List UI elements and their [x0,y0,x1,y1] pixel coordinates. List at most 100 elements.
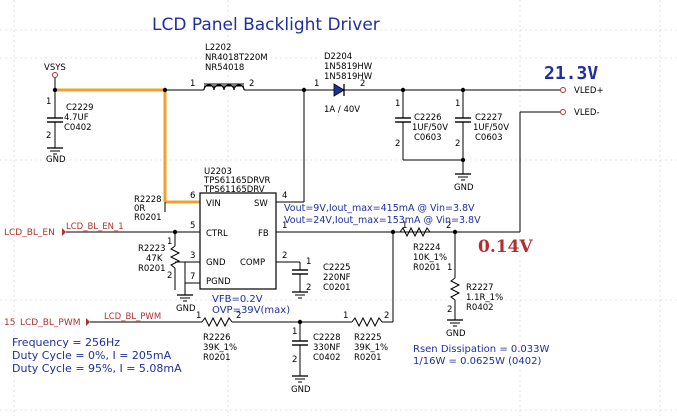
u2203-pin-vin-num: 6 [190,191,195,201]
c2228-ref: C2228 [313,333,341,343]
r2225-pin2: 2 [384,311,389,321]
svg-text:GND: GND [291,385,311,395]
r2225-ref: R2225 [354,333,382,343]
c2227-ref: C2227 [475,113,503,123]
d2204-ref: D2204 [324,52,352,62]
u2203-pin-vin: VIN [206,199,221,209]
resistor-r2226[interactable]: 1 2 R2226 39K_1% R0201 [196,311,352,363]
resistor-r2223[interactable]: 1 2 R2223 47K R0201 [138,232,181,290]
bl-pwm-pin-number: 15 [4,318,15,328]
note-frequency: Frequency = 256Hz [12,336,120,349]
u2203-pin-comp: COMP [240,258,265,268]
r2223-value: 47K [146,254,163,264]
gnd-symbol-c2229: GND [46,147,66,165]
c2228-package: C0402 [313,353,341,363]
capacitor-c2229[interactable]: 1 2 C2229 4.7UF C0402 [46,97,94,148]
gnd-symbol-ic: GND [176,294,196,314]
r2225-pin1: 1 [343,311,348,321]
u2203-pin-fb: FB [258,229,269,239]
r2227-value: 1.1R_1% [466,293,503,303]
c2226-value: 1UF/50V [412,123,448,133]
vsys-port-marker[interactable] [52,72,58,78]
r2224-ref: R2224 [413,243,441,253]
u2203-pin-pgnd: PGND [206,277,231,287]
resistor-r2225[interactable]: 1 2 R2225 39K_1% R0201 [343,232,394,363]
resistor-r2228[interactable]: R2228 0R R0201 [134,195,166,223]
u2203-note-ovp: OVP=39V(max) [212,305,290,316]
d2204-pin1: 1 [314,79,319,89]
page-title: LCD Panel Backlight Driver [152,15,380,35]
r2226-pin2: 2 [236,311,241,321]
capacitor-c2227[interactable]: 1 2 C2227 1UF/50V C0603 [455,90,509,174]
r2228-ref: R2228 [134,195,162,205]
r2225-package: R0201 [354,353,382,363]
sense-voltage-readout: 0.14V [478,237,533,257]
c2228-pin1: 1 [292,327,297,337]
bl-pwm-net-label: LCD_BL_PWM [20,318,81,328]
vled-minus-label: VLED- [574,108,600,118]
c2227-value: 1UF/50V [473,123,509,133]
vsys-net-label: VSYS [44,63,66,73]
c2229-ref: C2229 [66,103,94,113]
bl-en-pin-label: LCD_BL_EN_1 [66,222,124,232]
vsys-net-wires [55,88,200,204]
resistor-r2224[interactable]: 1 2 R2224 10K_1% R0201 [399,221,451,273]
c2226-pin2: 2 [395,139,400,149]
diode-d2204[interactable]: 1 2 D2204 1N5819HW 1N5819HW 1A / 40V [304,52,560,115]
c2226-package: C0603 [414,133,442,143]
vled-plus-label: VLED+ [574,86,604,96]
r2223-pin2: 2 [167,271,172,281]
u2203-part1: TPS61165DRVR [203,176,271,186]
u2203-pin-comp-num: 2 [282,251,287,261]
l2202-ref: L2202 [205,43,231,53]
u2203-note-vfb: VFB=0.2V [212,294,263,305]
note-duty-95: Duty Cycle = 95%, I = 5.08mA [12,362,182,375]
svg-text:GND: GND [454,183,474,193]
d2204-pin2: 2 [360,79,365,89]
capacitor-c2228[interactable]: 1 2 C2228 330NF C0402 [292,322,341,376]
r2223-ref: R2223 [138,244,166,254]
u2203-pin-gnd-num: 3 [190,251,195,261]
u2203-part2: TPS61165DRV [203,185,265,195]
inductor-l2202[interactable]: 1 2 L2202 NR4018T220M NR54018 [165,43,304,91]
gnd-symbol-c2225 [292,291,308,299]
c2225-package: C0201 [323,283,351,293]
r2227-package: R0402 [466,303,494,313]
sw-and-fb-wires [276,90,521,233]
c2228-value: 330NF [313,343,341,353]
bl-en-port[interactable]: LCD_BL_EN [4,228,66,238]
note-vout-24v: Vout=24V,Iout_max=153mA @ Vin=3.8V [284,215,481,226]
c2225-pin2: 2 [306,283,311,293]
bl-pwm-pin-label: LCD_BL_PWM [104,312,161,322]
r2228-package: R0201 [134,213,162,223]
r2227-ref: R2227 [466,283,494,293]
bl-en-net-label: LCD_BL_EN [4,228,55,238]
gnd-symbol-c2228: GND [291,375,311,395]
r2226-pin1: 1 [196,311,201,321]
note-duty-0: Duty Cycle = 0%, I = 205mA [12,349,172,362]
bl-pwm-port[interactable]: 15 LCD_BL_PWM [4,318,90,328]
l2202-pin2: 2 [249,79,254,89]
resistor-r2227[interactable]: 1 2 R2227 1.1R_1% R0402 [447,232,503,320]
capacitor-c2225[interactable]: 1 2 C2225 220NF C0201 [276,257,351,293]
capacitor-c2226[interactable]: 1 2 C2226 1UF/50V C0603 [395,90,448,160]
l2202-pin1: 1 [190,79,195,89]
c2225-value: 220NF [323,273,351,283]
u2203-pin-fb-num: 1 [282,221,287,231]
vled-minus-port[interactable]: VLED- [520,108,600,118]
d2204-value2: 1N5819HW [324,72,373,82]
c2226-ref: C2226 [414,113,442,123]
ic-u2203[interactable]: U2203 TPS61165DRVR TPS61165DRV VIN SW CT… [190,167,290,316]
vled-voltage-readout: 21.3V [544,63,598,84]
gnd-symbol-r2227: GND [446,319,466,339]
c2225-ref: C2225 [323,263,351,273]
vled-plus-port[interactable]: VLED+ [560,86,604,96]
note-rsen-rating: 1/16W = 0.0625W (0402) [413,356,541,367]
gnd-symbol-output-caps: GND [454,173,474,193]
note-vout-9v: Vout=9V,Iout_max=415mA @ Vin=3.8V [284,203,475,214]
u2203-pin-ctrl-num: 5 [190,221,195,231]
c2227-pin1: 1 [455,99,460,109]
u2203-pin-gnd: GND [206,258,226,268]
u2203-pin-sw-num: 4 [282,191,287,201]
